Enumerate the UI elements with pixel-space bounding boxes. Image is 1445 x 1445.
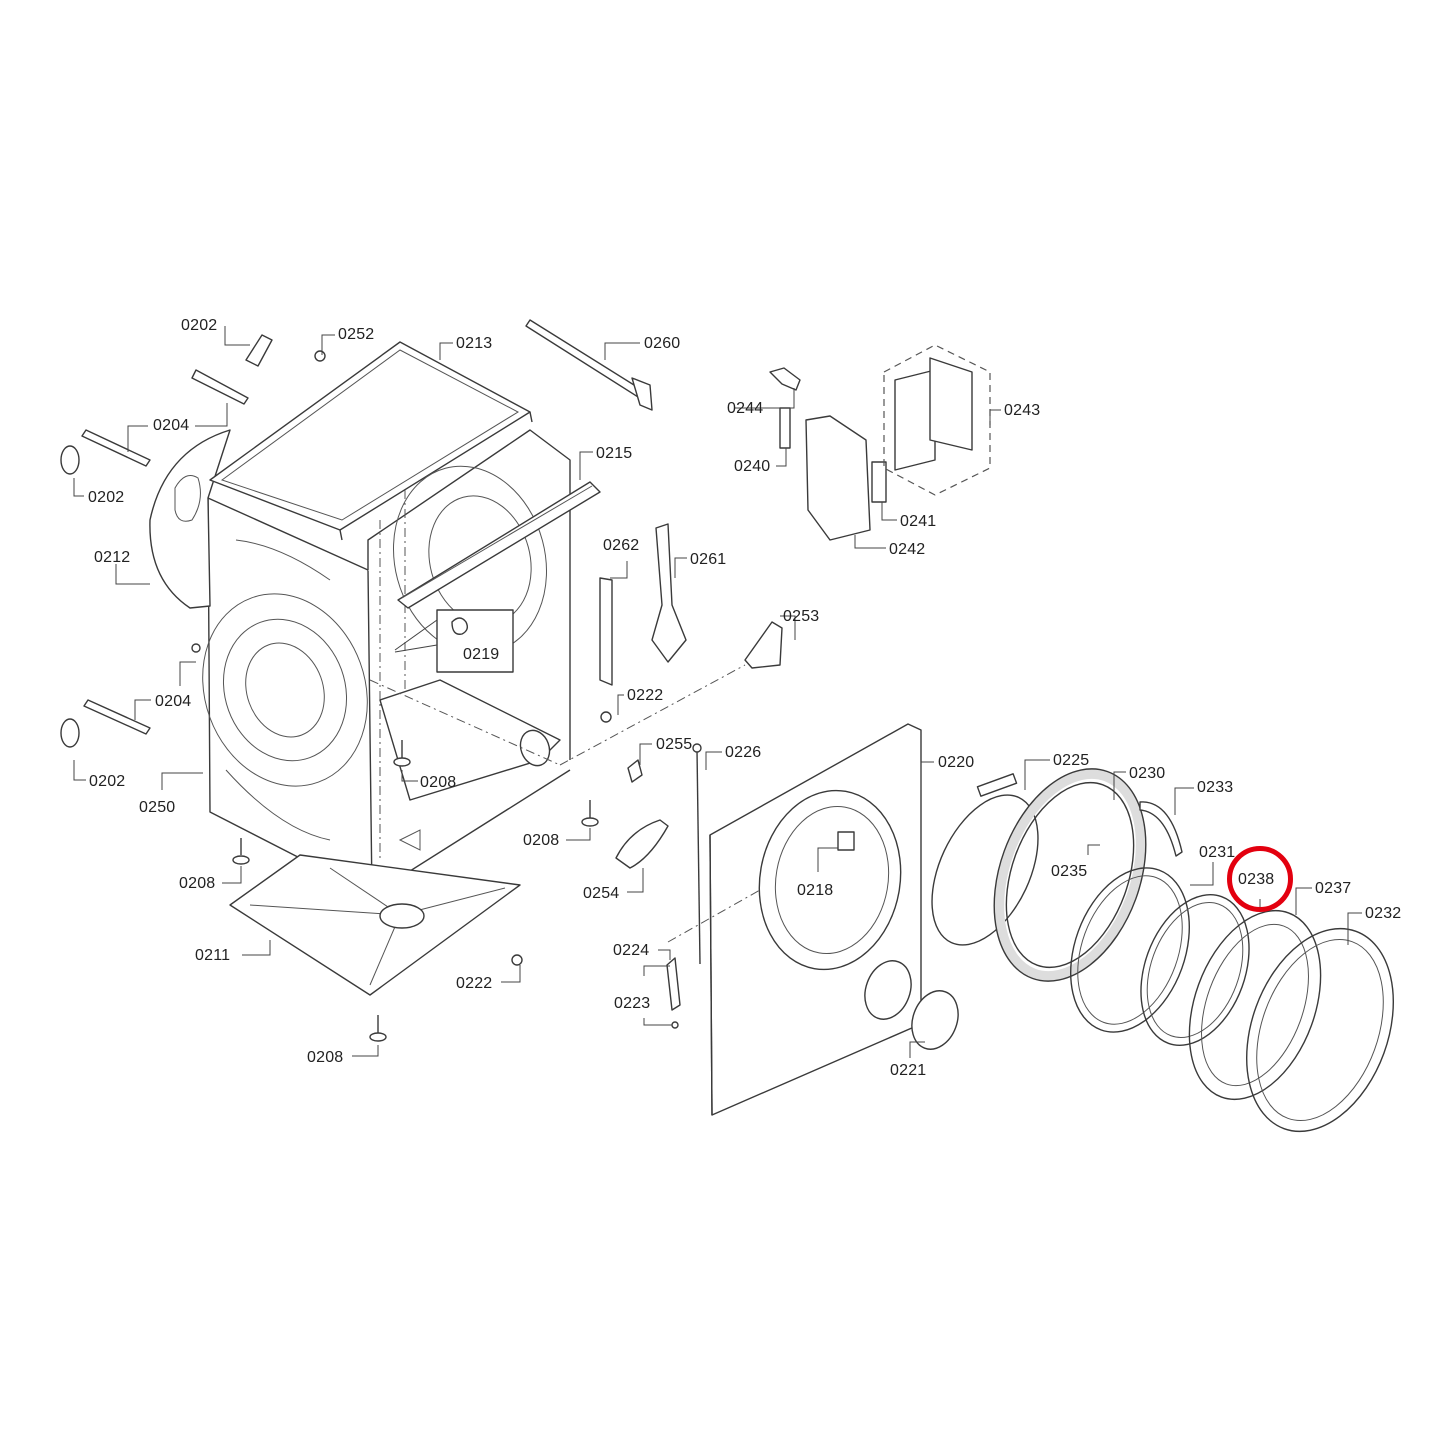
part-label-0235[interactable]: 0235 xyxy=(1051,863,1088,880)
rod-0226 xyxy=(692,743,702,965)
part-label-0202[interactable]: 0202 xyxy=(88,489,125,506)
part-label-0202[interactable]: 0202 xyxy=(89,773,126,790)
front-panel-0220 xyxy=(709,723,922,1116)
clip-0222-a xyxy=(600,711,612,723)
part-label-0208[interactable]: 0208 xyxy=(523,832,560,849)
part-label-0219[interactable]: 0219 xyxy=(463,646,500,663)
part-label-0255[interactable]: 0255 xyxy=(656,736,693,753)
cross-rail-0215 xyxy=(397,481,601,609)
part-label-0238[interactable]: 0238 xyxy=(1238,871,1275,888)
part-label-0231[interactable]: 0231 xyxy=(1199,844,1236,861)
part-label-0223[interactable]: 0223 xyxy=(614,995,651,1012)
part-label-0260[interactable]: 0260 xyxy=(644,335,681,352)
screws-0208 xyxy=(232,740,599,1042)
part-label-0208[interactable]: 0208 xyxy=(420,774,457,791)
part-label-0243[interactable]: 0243 xyxy=(1004,402,1041,419)
assembly-line-3 xyxy=(667,889,761,943)
part-label-0232[interactable]: 0232 xyxy=(1365,905,1402,922)
electronics-group xyxy=(769,344,991,541)
part-label-0241[interactable]: 0241 xyxy=(900,513,937,530)
bracket-0261 xyxy=(651,523,687,663)
door-ring-0237 xyxy=(1188,909,1322,1101)
bracket-0262 xyxy=(599,577,613,686)
part-label-0213[interactable]: 0213 xyxy=(456,335,493,352)
door-inner-0238 xyxy=(1140,894,1250,1046)
part-label-0252[interactable]: 0252 xyxy=(338,326,375,343)
part-label-0224[interactable]: 0224 xyxy=(613,942,650,959)
door-frame-0230 xyxy=(993,768,1147,982)
part-label-0204[interactable]: 0204 xyxy=(153,417,190,434)
hinge-0233 xyxy=(1139,801,1183,857)
part-label-0237[interactable]: 0237 xyxy=(1315,880,1352,897)
part-label-0240[interactable]: 0240 xyxy=(734,458,771,475)
door-ring-0225 xyxy=(931,773,1039,946)
part-label-0230[interactable]: 0230 xyxy=(1129,765,1166,782)
part-label-0250[interactable]: 0250 xyxy=(139,799,176,816)
part-label-0215[interactable]: 0215 xyxy=(596,445,633,462)
part-label-0218[interactable]: 0218 xyxy=(797,882,834,899)
part-label-0233[interactable]: 0233 xyxy=(1197,779,1234,796)
part-label-0220[interactable]: 0220 xyxy=(938,754,975,771)
part-0254 xyxy=(615,819,669,869)
assembly-line-2 xyxy=(559,664,746,766)
part-label-0212[interactable]: 0212 xyxy=(94,549,131,566)
part-label-0261[interactable]: 0261 xyxy=(690,551,727,568)
part-label-0222[interactable]: 0222 xyxy=(627,687,664,704)
part-label-0221[interactable]: 0221 xyxy=(890,1062,927,1079)
assembly-line-1 xyxy=(369,679,561,766)
bracket-0253 xyxy=(744,621,783,669)
part-label-0222[interactable]: 0222 xyxy=(456,975,493,992)
service-lid-0221 xyxy=(911,990,959,1050)
part-label-0208[interactable]: 0208 xyxy=(179,875,216,892)
rail-0260 xyxy=(525,319,653,411)
rear-panel-0212 xyxy=(149,429,231,609)
part-label-0202[interactable]: 0202 xyxy=(181,317,218,334)
part-label-0253[interactable]: 0253 xyxy=(783,608,820,625)
leader-lines xyxy=(73,326,1362,1058)
part-label-0204[interactable]: 0204 xyxy=(155,693,192,710)
callout-0219 xyxy=(394,609,514,673)
part-label-0225[interactable]: 0225 xyxy=(1053,752,1090,769)
part-label-0226[interactable]: 0226 xyxy=(725,744,762,761)
top-panel-0213 xyxy=(209,341,533,541)
base-plate-0211 xyxy=(229,854,521,996)
lock-0223-0224 xyxy=(666,957,681,1029)
door-outer-0232 xyxy=(1246,927,1394,1133)
hinge-parts-left xyxy=(60,334,326,748)
part-label-0254[interactable]: 0254 xyxy=(583,885,620,902)
part-label-0242[interactable]: 0242 xyxy=(889,541,926,558)
clip-0222-b xyxy=(511,954,523,966)
part-label-0244[interactable]: 0244 xyxy=(727,400,764,417)
part-label-0211[interactable]: 0211 xyxy=(195,947,231,964)
part-label-0262[interactable]: 0262 xyxy=(603,537,640,554)
door-glass-0231 xyxy=(1070,867,1190,1033)
part-label-0208[interactable]: 0208 xyxy=(307,1049,344,1066)
part-0255 xyxy=(627,759,643,783)
